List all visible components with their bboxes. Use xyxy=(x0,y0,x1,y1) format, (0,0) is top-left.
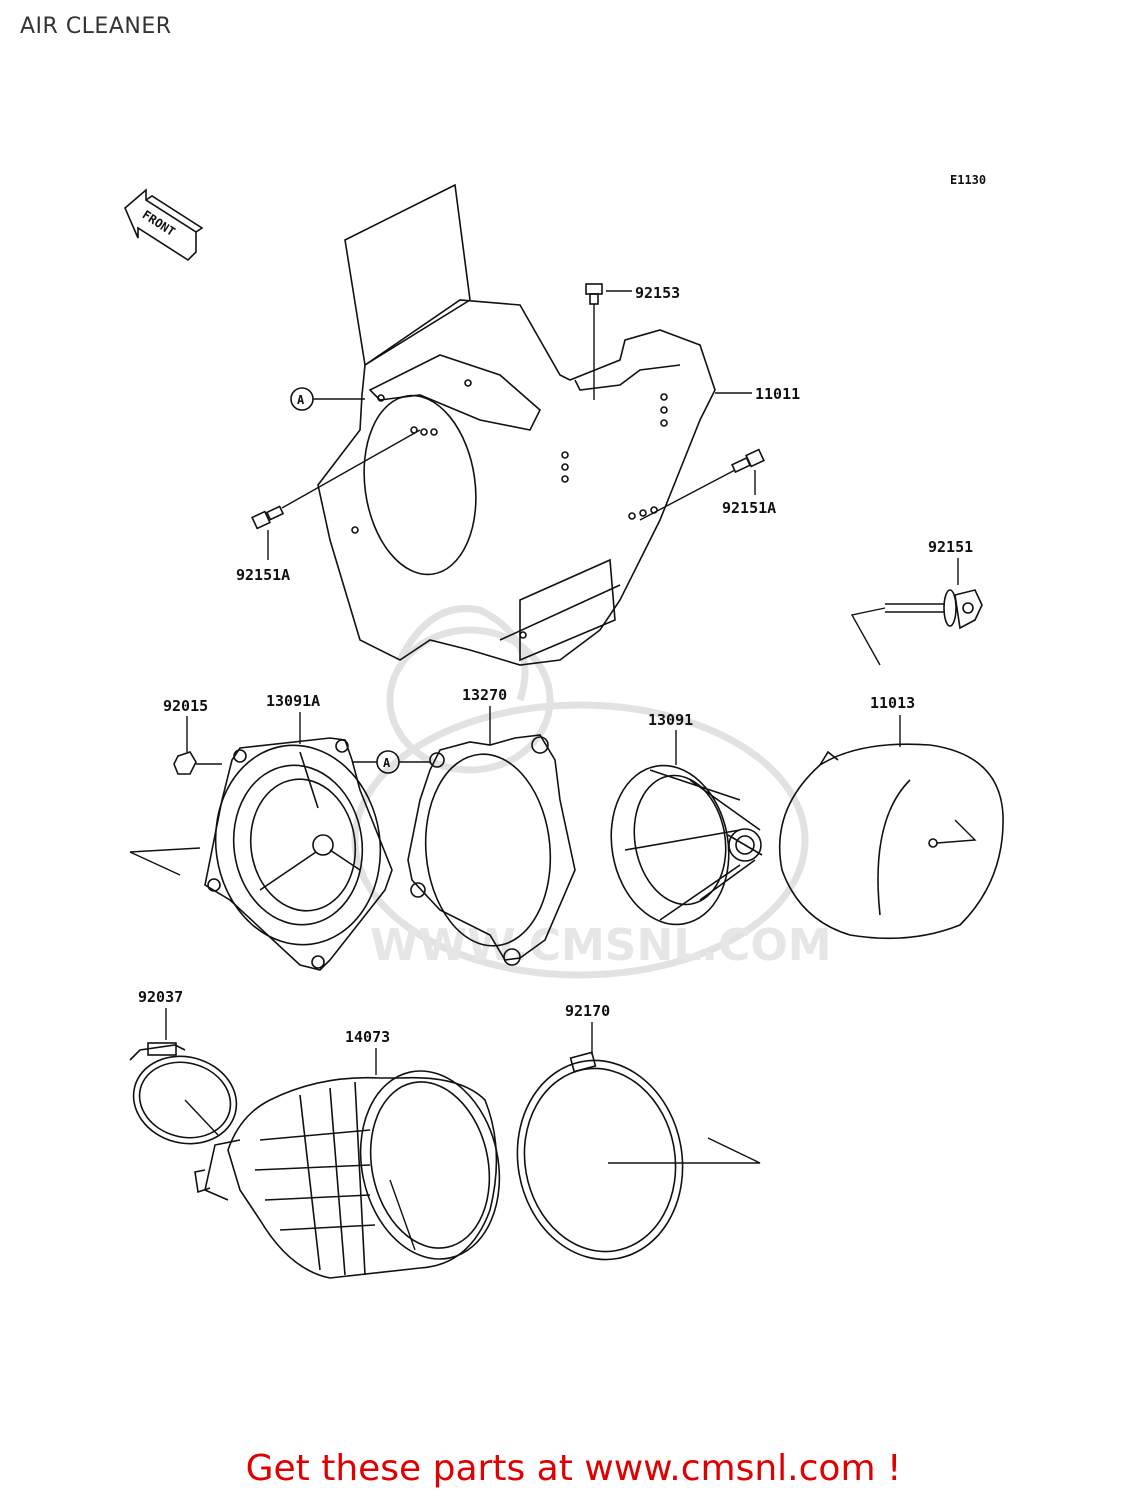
diagram-code: E1130 xyxy=(950,173,986,187)
nut-92015-icon xyxy=(173,716,222,775)
front-arrow-label: FRONT xyxy=(140,208,178,239)
wing-bolt-92151-icon xyxy=(850,558,983,666)
filter-cage-13091 xyxy=(610,730,763,926)
bolt-92151a-right-icon xyxy=(639,448,765,521)
ref-marker-a-mid: A xyxy=(352,750,430,774)
part-label-92037: 92037 xyxy=(138,988,183,1006)
band-clamp-92170-icon xyxy=(516,1022,761,1261)
filter-element-11013 xyxy=(778,715,1004,940)
part-label-92151a-left: 92151A xyxy=(236,566,290,584)
front-arrow-icon: FRONT xyxy=(124,188,204,262)
bolt-92153-icon xyxy=(585,283,632,400)
gasket-13270 xyxy=(407,706,576,966)
part-label-92015: 92015 xyxy=(163,697,208,715)
part-label-13091a: 13091A xyxy=(266,692,320,710)
air-cleaner-case xyxy=(317,183,716,666)
watermark: WWW.CMSNL.COM xyxy=(351,605,832,979)
filter-holder-13091a xyxy=(129,712,393,971)
ref-marker-a-top: A xyxy=(290,387,365,411)
page-title: AIR CLEANER xyxy=(20,14,172,39)
part-label-11011: 11011 xyxy=(755,385,800,403)
watermark-text: WWW.CMSNL.COM xyxy=(370,920,832,971)
clamp-92037-icon xyxy=(129,1008,238,1145)
part-label-13091: 13091 xyxy=(648,711,693,729)
intake-duct-14073 xyxy=(194,1048,501,1279)
part-label-13270: 13270 xyxy=(462,686,507,704)
bolt-92151a-left-icon xyxy=(251,429,421,560)
ref-marker-a-mid-label: A xyxy=(383,756,391,770)
part-label-11013: 11013 xyxy=(870,694,915,712)
ref-marker-a-top-label: A xyxy=(297,393,305,407)
part-label-92170: 92170 xyxy=(565,1002,610,1020)
part-label-14073: 14073 xyxy=(345,1028,390,1046)
part-label-92151a-right: 92151A xyxy=(722,499,776,517)
part-label-92151: 92151 xyxy=(928,538,973,556)
part-label-92153: 92153 xyxy=(635,284,680,302)
footer-promo-text[interactable]: Get these parts at www.cmsnl.com ! xyxy=(245,1448,902,1489)
